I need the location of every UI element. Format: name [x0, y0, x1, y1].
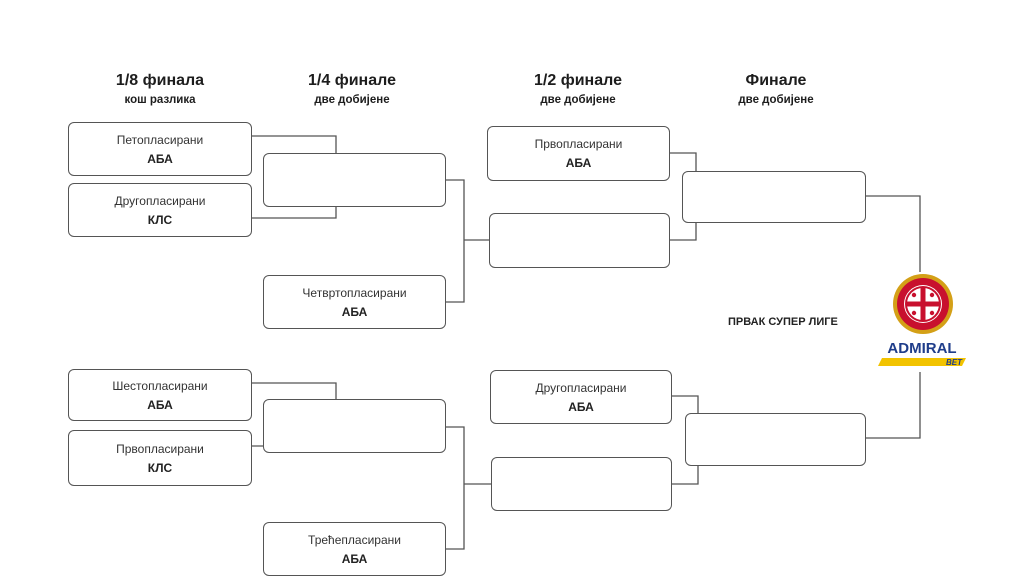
slot-seed-label: Трећепласирани — [308, 532, 401, 547]
connector-line — [446, 179, 465, 303]
slot-league-label: АБА — [341, 551, 368, 566]
sponsor-logo: ADMIRAL BET — [878, 340, 966, 367]
bracket-slot-qf-2 — [263, 399, 446, 453]
slot-league-label: АБА — [147, 151, 173, 166]
slot-seed-label: Четвртопласирани — [302, 285, 407, 300]
slot-seed-label: Другопласирани — [114, 193, 206, 208]
header-quarterfinal: 1/4 финале две добијене — [252, 72, 452, 106]
slot-seed-label: Петопласирани — [116, 132, 204, 147]
bracket-slot-r16-2: Другопласирани КЛС — [68, 183, 252, 237]
header-title: 1/2 финале — [534, 72, 622, 89]
slot-seed-label: Другопласирани — [535, 380, 627, 395]
header-title: Финале — [745, 72, 807, 89]
connector-line — [866, 195, 921, 272]
header-round-of-16: 1/8 финала кош разлика — [60, 72, 260, 106]
bracket-slot-r16-4: Првопласирани КЛС — [68, 430, 252, 486]
header-title: 1/8 финала — [115, 72, 205, 89]
slot-league-label: КЛС — [147, 212, 173, 227]
connector-line — [670, 152, 697, 171]
header-subtitle: две добијене — [314, 94, 390, 106]
slot-league-label: АБА — [568, 399, 594, 414]
slot-seed-label: Првопласирани — [534, 137, 623, 151]
svg-text:BET: BET — [946, 358, 963, 367]
svg-text:ADMIRAL: ADMIRAL — [887, 340, 956, 357]
slot-seed-label: Првопласирани — [116, 441, 204, 456]
bracket-slot-r16-1: Петопласирани АБА — [68, 122, 252, 176]
connector-line — [252, 135, 337, 153]
league-crest-logo — [893, 274, 953, 334]
slot-league-label: АБА — [565, 156, 592, 170]
connector-line — [672, 395, 699, 413]
header-subtitle: кош разлика — [124, 94, 196, 106]
bracket-slot-qf-seed-top: Четвртопласирани АБА — [263, 275, 446, 329]
slot-league-label: КЛС — [147, 460, 173, 475]
slot-seed-label: Шестопласирани — [112, 378, 208, 393]
header-subtitle: две добијене — [738, 94, 814, 106]
connector-line — [446, 426, 465, 550]
slot-league-label: АБА — [147, 397, 173, 412]
bracket-slot-sf-seed-top: Првопласирани АБА — [487, 126, 670, 181]
bracket-slot-sf-seed-bottom: Другопласирани АБА — [490, 370, 672, 424]
connector-line — [866, 372, 921, 439]
header-title: 1/4 финале — [308, 72, 396, 89]
header-semifinal: 1/2 финале две добијене — [478, 72, 678, 106]
slot-league-label: АБА — [341, 304, 368, 319]
bracket-slot-r16-3: Шестопласирани АБА — [68, 369, 252, 421]
bracket-slot-qf-1 — [263, 153, 446, 207]
bracket-slot-sf-1 — [489, 213, 670, 268]
bracket-slot-qf-seed-bottom: Трећепласирани АБА — [263, 522, 446, 576]
champion-label: ПРВАК СУПЕР ЛИГЕ — [728, 316, 838, 328]
connector-line — [252, 382, 337, 399]
connector-line — [252, 206, 337, 219]
bracket-slot-final-2 — [685, 413, 866, 466]
header-subtitle: две добијене — [540, 94, 616, 106]
bracket-slot-final-1 — [682, 171, 866, 223]
connector-line — [670, 222, 697, 241]
connector-line — [672, 466, 699, 485]
bracket-slot-sf-2 — [491, 457, 672, 511]
header-final: Финале две добијене — [676, 72, 876, 106]
